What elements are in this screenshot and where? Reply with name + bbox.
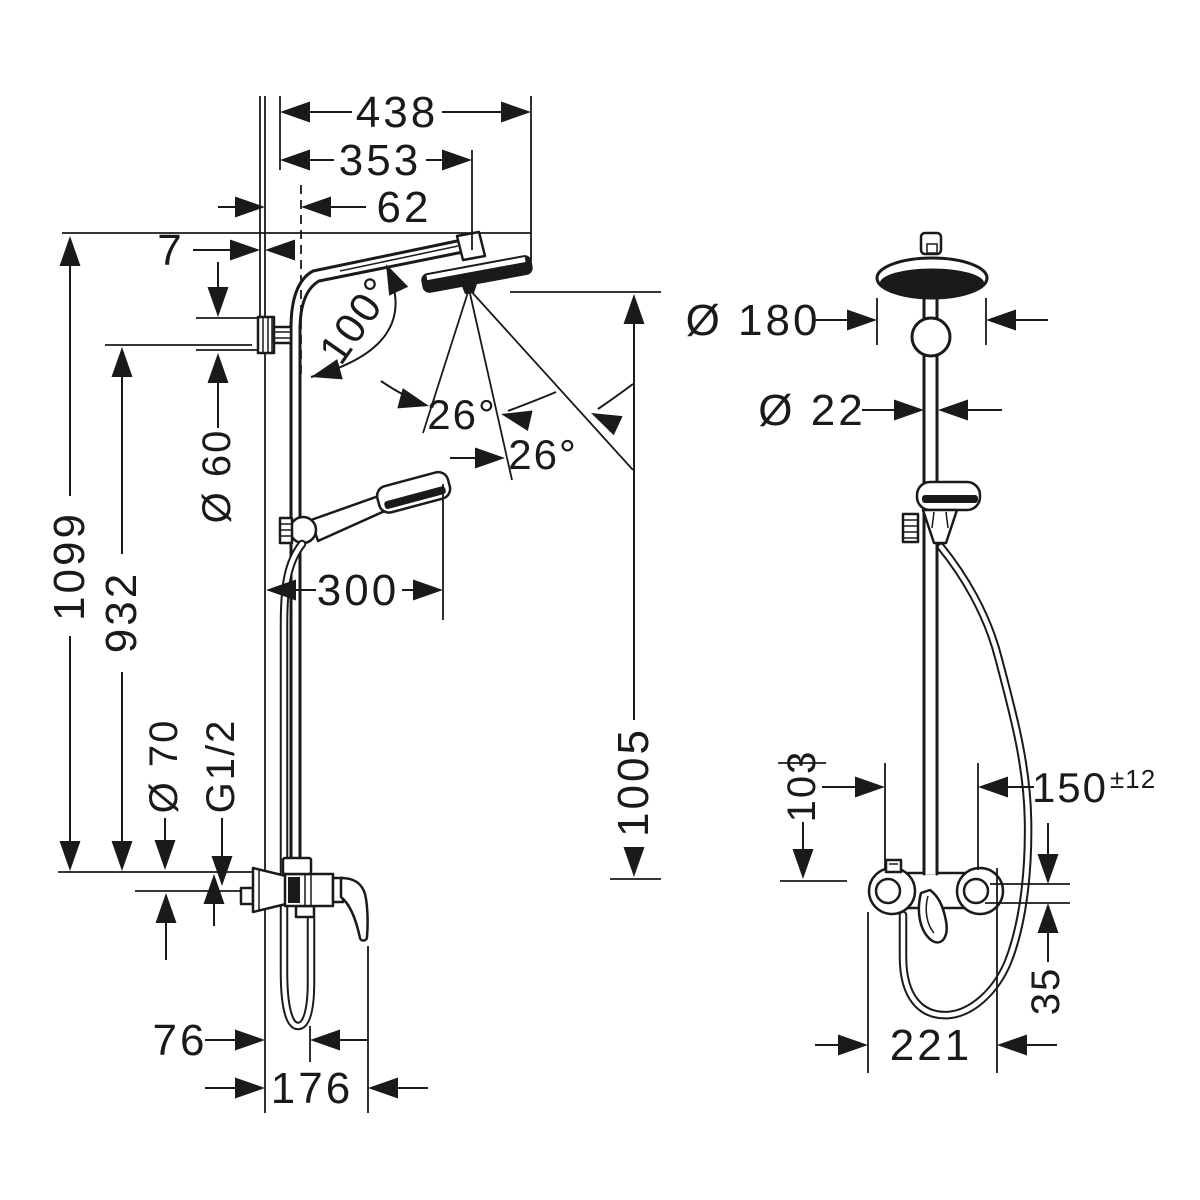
dim-height-bracket: 932 [97,347,146,871]
front-view: Ø 180 Ø 22 103 150 ±12 [686,231,1156,1073]
dim-height-head: 1005 [609,294,658,877]
dim-label-dia22: Ø 22 [758,386,865,435]
hand-shower-side [278,470,452,545]
dim-spray-angle-right: 26° [450,383,634,478]
dim-label-150: 150 [1032,764,1108,811]
shower-head-front [875,231,989,358]
riser-pipe-front [922,294,939,876]
dim-pipe-diameter: Ø 22 [758,386,1002,435]
dim-connection-distance: 150 ±12 [822,764,1156,811]
hand-shower-front [901,480,982,545]
dim-label-g12: G1/2 [199,719,243,814]
dim-bracket-diameter: Ø 60 [195,262,239,523]
dim-label-103: 103 [780,750,824,823]
side-view: 438 353 62 7 100° [45,88,661,1113]
dim-lever-reach: 176 [205,1064,428,1113]
dim-handshower-reach: 300 [266,566,443,615]
dim-label-7: 7 [157,226,184,275]
dim-label-932: 932 [97,571,146,653]
dim-label-dia180: Ø 180 [686,296,821,345]
dim-label-353: 353 [339,136,421,185]
dim-outlet-drop: 35 [1024,823,1068,1015]
dim-label-26-right: 26° [508,431,578,478]
dim-label-62: 62 [377,183,432,232]
dim-pipe-offset: 62 [218,183,432,232]
dim-label-26-left: 26° [427,391,497,438]
dim-label-dia70: Ø 70 [142,719,186,814]
shower-head-side [421,230,533,294]
dim-escutcheon-diameter: Ø 70 [142,719,186,960]
extension-lines-front [778,298,1070,1073]
dim-reach-to-head-center: 353 [280,136,472,185]
dim-label-1005: 1005 [609,727,658,837]
riser-pipe [289,238,465,862]
shower-hose-front [898,542,1033,1020]
dim-label-221: 221 [890,1021,972,1070]
dim-label-76: 76 [153,1016,208,1065]
dim-total-reach: 438 [280,88,531,137]
dim-head-diameter: Ø 180 [686,296,1048,345]
dim-wall-gap: 7 [157,226,295,275]
shower-hose-side [279,539,316,1031]
dim-label-tolerance: ±12 [1110,764,1156,794]
wall-bracket [256,315,293,355]
dim-height-total: 1099 [45,236,94,871]
spray-lines [422,288,634,481]
dim-label-dia60: Ø 60 [195,429,239,524]
dim-label-1099: 1099 [45,511,94,621]
dim-mixer-width: 221 [815,1021,1057,1070]
dim-left-offset: 103 [780,750,824,879]
dim-label-438: 438 [356,88,438,137]
mixer-valve-side [239,856,369,942]
dim-label-176: 176 [271,1064,353,1113]
dim-label-35: 35 [1024,967,1068,1016]
dim-spray-angle-left: 26° [380,380,557,438]
extension-lines-side [309,96,661,1113]
dim-connection-thread: G1/2 [199,719,243,926]
dim-label-300: 300 [317,566,399,615]
dim-hose-offset: 76 [153,1016,367,1065]
